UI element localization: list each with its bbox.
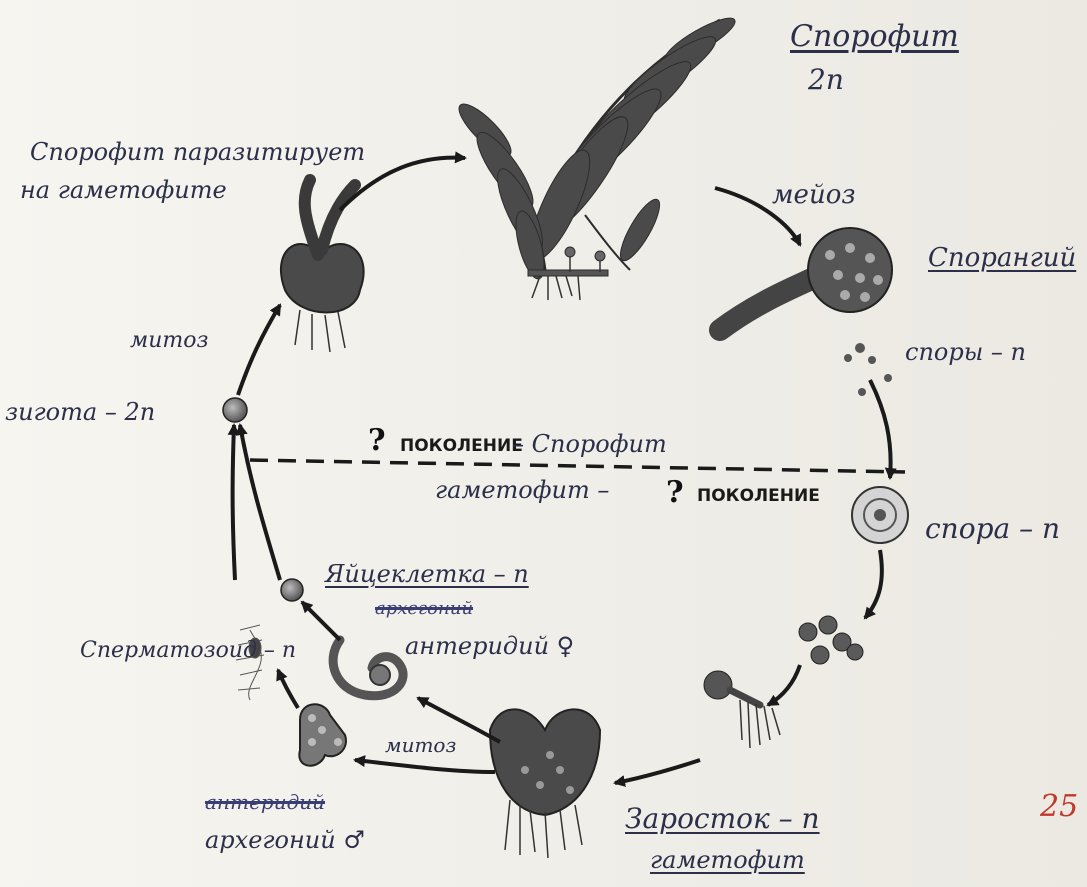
prothallus-gametophyte-image <box>490 709 600 858</box>
mitosis-top-label: митоз <box>130 330 209 352</box>
antheridium-struck-label: антеридий <box>205 792 325 812</box>
zygote-image <box>223 398 247 422</box>
meiosis-label: мейоз <box>772 182 856 208</box>
archegonium-label: архегоний ♂ <box>205 828 365 852</box>
spore-label: спора – n <box>925 515 1060 543</box>
mitosis-bottom-label: митоз <box>385 735 456 755</box>
generation-top-printed: ПОКОЛЕНИЕ <box>400 438 523 455</box>
prothallus-label: Заросток – n <box>625 805 820 833</box>
sporophyte-parasite-label-line1: Спорофит паразитирует <box>30 140 365 164</box>
sporangium-image <box>720 228 892 330</box>
spores-label: споры – n <box>905 340 1026 364</box>
sporophyte-parasite-label-line2: на гаметофите <box>20 178 227 202</box>
antheridium-image <box>333 640 403 696</box>
generation-top-question-mark: ? <box>368 426 386 456</box>
egg-cell-image <box>281 579 303 601</box>
generation-bottom-handwritten: гаметофит – <box>435 478 609 502</box>
page-number-mark: 25 <box>1040 792 1078 822</box>
sporangium-label: Спорангий <box>928 245 1076 271</box>
sporophyte-ploidy-label: 2n <box>808 66 844 94</box>
archegonium-image <box>299 704 346 765</box>
germinating-spores-image <box>799 616 863 664</box>
fern-sporophyte-image <box>452 11 739 300</box>
generation-bottom-question-mark: ? <box>666 478 684 508</box>
young-sporophyte-image <box>281 180 364 352</box>
sperm-label: Сперматозоид – n <box>80 640 296 662</box>
spore-image <box>852 487 908 543</box>
antheridium-label: антеридий ♀ <box>405 634 574 658</box>
sporophyte-label: Спорофит <box>790 22 959 52</box>
egg-cell-label: Яйцеклетка – n <box>325 562 529 586</box>
young-prothallus-image <box>704 671 780 748</box>
archegonium-struck-label: архегоний <box>375 600 473 618</box>
zygote-label: зигота – 2n <box>5 400 155 424</box>
generation-divider-line <box>250 460 905 472</box>
released-spores-image <box>844 343 892 396</box>
generation-top-handwritten: – Спорофит <box>512 432 667 456</box>
gametophyte-label: гаметофит <box>650 848 805 872</box>
generation-bottom-printed: ПОКОЛЕНИЕ <box>697 488 820 505</box>
